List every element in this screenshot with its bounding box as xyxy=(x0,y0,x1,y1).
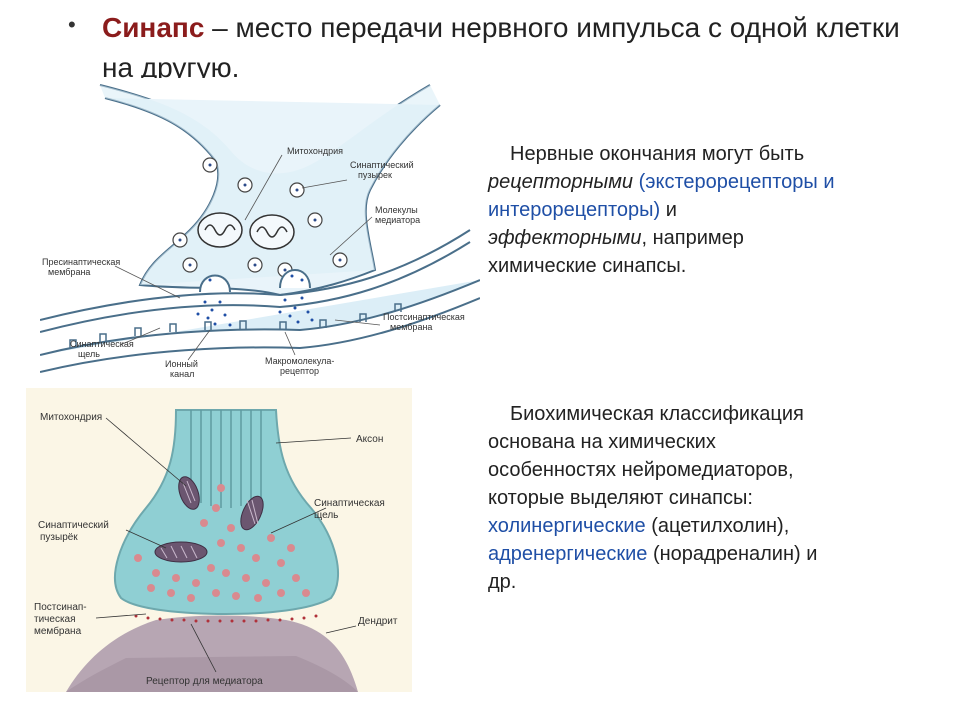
label-postsyn-1: Постсинаптическая xyxy=(383,312,465,322)
label-presyn-2: мембрана xyxy=(48,267,90,277)
title-term: Синапс xyxy=(102,12,205,43)
label2-postsyn-2: тическая xyxy=(34,614,76,625)
vesicle-contents xyxy=(178,163,342,272)
label-postsyn-2: мембрана xyxy=(390,322,432,332)
receptor-examples-a: (экстерорецепторы и xyxy=(638,171,835,193)
p2-line7: др. xyxy=(488,571,517,593)
cholinergic: холинергические xyxy=(488,515,646,537)
slide-title: Синапс – место передачи нервного импульс… xyxy=(102,8,902,78)
receptor-channels xyxy=(69,303,402,348)
label-vesicle-2: пузырек xyxy=(358,170,392,180)
label2-receptor: Рецептор для медиатора xyxy=(146,676,263,687)
p2-line2: основана на химических xyxy=(488,431,716,453)
mitochondria xyxy=(197,212,295,250)
effector-tail: , например xyxy=(641,227,744,249)
paragraph-classification: Биохимическая классификация основана на … xyxy=(488,400,908,596)
cholinergic-example: (ацетилхолин), xyxy=(645,515,790,537)
p2-line4: которые выделяют синапсы: xyxy=(488,487,753,509)
label-ion-2: канал xyxy=(170,369,194,379)
p1-line4: эффекторными, например xyxy=(488,224,928,252)
fusing-vesicle-right xyxy=(279,269,311,289)
label2-mitochondria: Митохондрия xyxy=(40,412,102,423)
receptor-word: рецепторными xyxy=(488,171,634,193)
p2-line1: Биохимическая классификация xyxy=(510,403,804,425)
and-word: и xyxy=(660,199,677,221)
label-presyn-1: Пресинаптическая xyxy=(42,257,120,267)
synapse-schematic-figure: Митохондрия Синаптический пузырек Молеку… xyxy=(40,84,480,379)
vesicles-colored xyxy=(134,484,310,602)
label-mediator-2: медиатора xyxy=(375,215,420,225)
label-mitochondria: Митохондрия xyxy=(287,146,343,156)
receptor-examples-b: интерорецепторы) xyxy=(488,199,661,221)
p2-line5: холинергические (ацетилхолин), xyxy=(488,512,908,540)
label2-axon: Аксон xyxy=(356,434,383,445)
effector-word: эффекторными xyxy=(488,227,642,249)
label-vesicle-1: Синаптический xyxy=(350,160,414,170)
p2-line6: адренергические (норадреналин) и xyxy=(488,540,908,568)
adrenergic: адренергические xyxy=(488,543,648,565)
neurofilaments xyxy=(190,410,262,508)
label2-vesicle-2: пузырёк xyxy=(40,532,78,543)
label2-vesicle-1: Синаптический xyxy=(38,520,109,531)
title-rest: – место передачи нервного импульса с одн… xyxy=(102,12,900,78)
label2-dendrite: Дендрит xyxy=(358,616,398,627)
label-macro-2: рецептор xyxy=(280,366,319,376)
label-cleft-1: Синаптическая xyxy=(70,339,134,349)
mediator-molecules xyxy=(196,274,314,327)
p1-line2: рецепторными (экстерорецепторы и xyxy=(488,168,928,196)
postsynaptic-membrane xyxy=(40,279,480,356)
fusing-vesicle-left xyxy=(199,274,231,293)
label2-cleft-1: Синаптическая xyxy=(314,498,385,509)
label-ion-1: Ионный xyxy=(165,359,198,369)
label-mediator-1: Молекулы xyxy=(375,205,418,215)
title-area: • Синапс – место передачи нервного импул… xyxy=(68,8,928,78)
paragraph-nerve-endings: Нервные окончания могут быть рецепторным… xyxy=(488,140,928,280)
label-macro-1: Макромолекула- xyxy=(265,356,334,366)
label2-cleft-2: щель xyxy=(314,510,338,521)
synapse-color-figure: Митохондрия Аксон Синаптический пузырёк … xyxy=(26,388,412,692)
receptor-dots xyxy=(134,614,318,623)
bullet: • xyxy=(68,12,76,37)
p1-line3: интерорецепторы) и xyxy=(488,196,928,224)
p1-line1: Нервные окончания могут быть xyxy=(510,143,805,165)
label2-postsyn-3: мембрана xyxy=(34,625,82,637)
presynaptic-membrane xyxy=(40,229,471,321)
label2-postsyn-1: Постсинап- xyxy=(34,602,87,613)
p1-line5: химические синапсы. xyxy=(488,255,687,277)
adrenergic-example: (норадреналин) и xyxy=(647,543,818,565)
label-cleft-2: щель xyxy=(78,349,100,359)
p2-line3: особенностях нейромедиаторов, xyxy=(488,459,794,481)
